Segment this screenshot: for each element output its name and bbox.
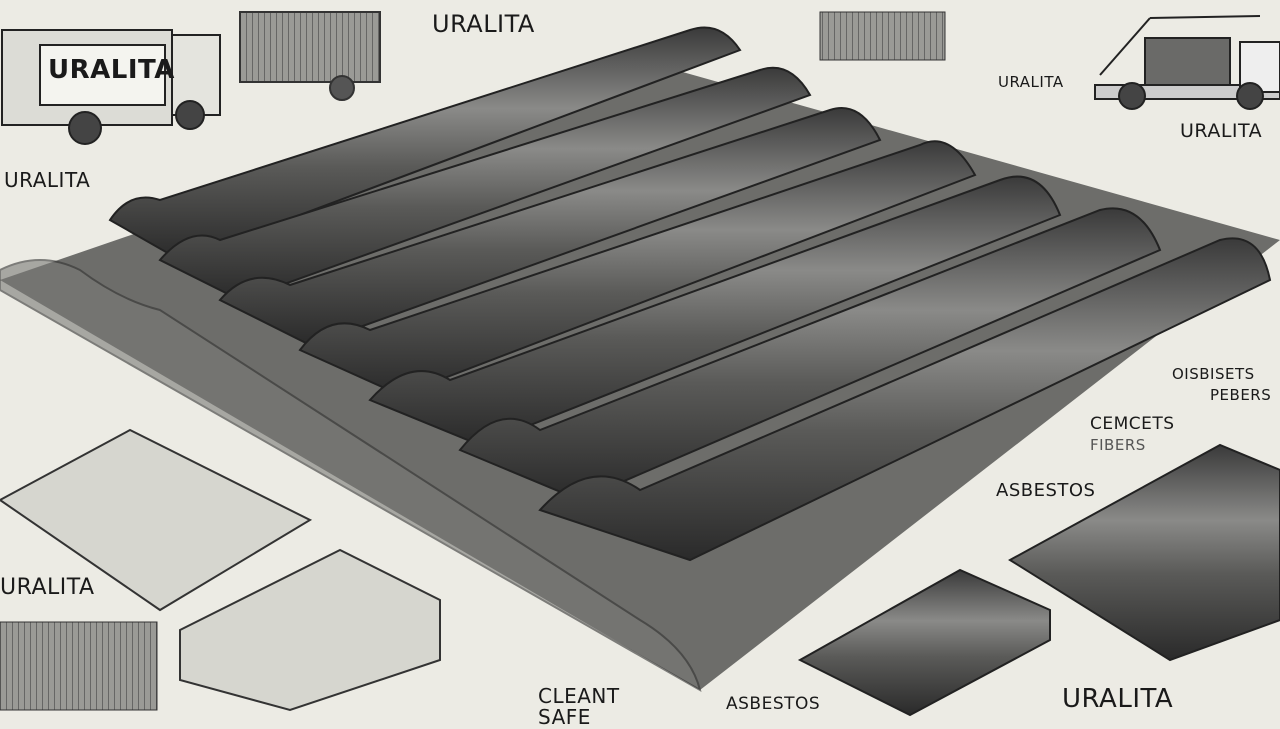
fibers-label-2: PEBERS: [1210, 386, 1272, 404]
trailer-illustration: [239, 11, 381, 101]
cement-label-2: FIBERS: [1090, 436, 1146, 454]
truck-left-illustration: [1, 29, 221, 145]
cement-label-1: CEMCETS: [1090, 414, 1175, 434]
corrugated-sample-right: [797, 443, 1280, 717]
fibers-label-1: OISBISETS: [1172, 365, 1255, 383]
top-center-label: URALITA: [432, 10, 535, 38]
truck-left-label: URALITA: [48, 55, 175, 85]
left-bottom-label: URALITA: [0, 575, 95, 600]
bottom-right-label: URALITA: [1062, 684, 1174, 714]
asbestos-right-label: ASBESTOS: [996, 480, 1096, 501]
corrugated-sample-top: [819, 11, 946, 61]
truck-right-illustration: [1094, 15, 1280, 110]
safe-label: SAFE: [538, 705, 591, 729]
main-roof-sheet: [0, 26, 1280, 693]
cleant-label: CLEANT: [538, 684, 620, 708]
asbestos-bottom-label: ASBESTOS: [726, 694, 821, 714]
top-right-label: URALITA: [998, 73, 1064, 91]
frame-illustration-left: [0, 428, 441, 712]
right-truck-caption: URALITA: [1180, 120, 1263, 142]
corrugated-sample-bottom-left: [0, 621, 158, 711]
left-mid-label: URALITA: [4, 168, 91, 192]
